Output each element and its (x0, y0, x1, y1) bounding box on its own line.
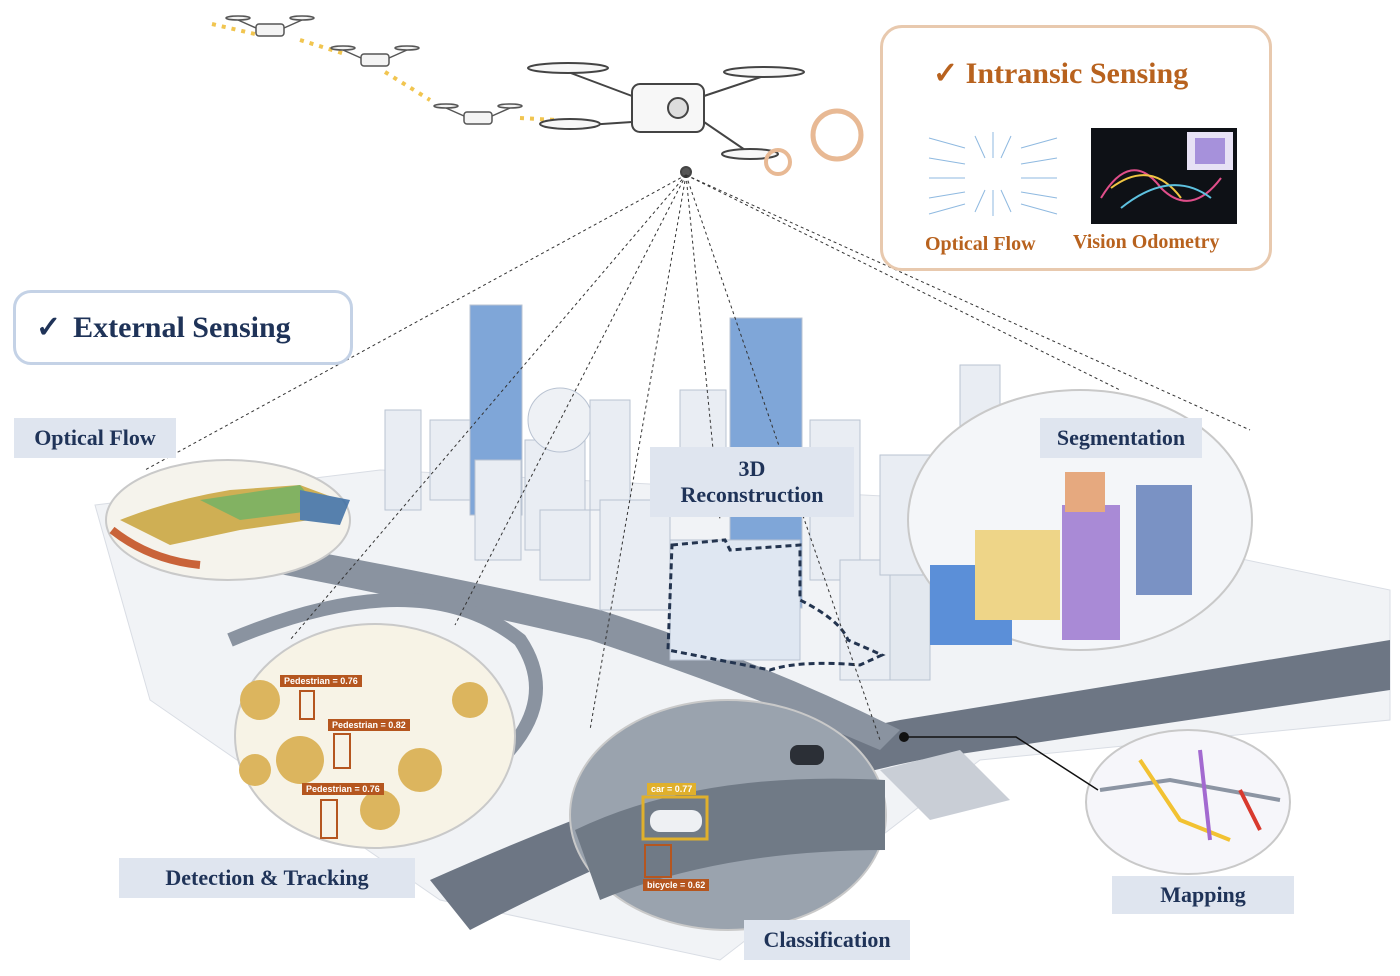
pedestrian-box-3 (320, 799, 338, 839)
main-drone (527, 62, 805, 178)
drone-small-3 (433, 103, 523, 125)
classified-car (650, 810, 702, 832)
optical-flow-points (109, 485, 350, 569)
intrinsic-sensing-panel: ✓ Intransic Sensing Optical Flow Vision … (880, 25, 1272, 271)
classified-car-dark (790, 745, 824, 765)
mapping-label: Mapping (1112, 876, 1294, 914)
optical-flow-label: Optical Flow (14, 418, 176, 458)
classification-label: Classification (744, 920, 910, 960)
buildings (384, 304, 1001, 681)
intrinsic-title-text: Intransic Sensing (965, 57, 1189, 90)
classification-road (575, 778, 885, 900)
check-icon: ✓ (36, 311, 62, 344)
mapping-pointer (904, 736, 1099, 791)
external-title-text: External Sensing (73, 310, 291, 344)
vision-odometry-thumbnail (1091, 128, 1237, 224)
mapping-pointer-dot (899, 732, 909, 742)
optical-flow-thumbnail (928, 132, 1058, 216)
external-sensing-panel: ✓ External Sensing (13, 290, 353, 365)
bicycle-box (644, 844, 672, 878)
pedestrian-score-3: Pedestrian = 0.76 (302, 783, 384, 795)
pedestrian-box-1 (299, 690, 315, 720)
intrinsic-sensing-title: ✓ Intransic Sensing (933, 56, 1188, 91)
crosswalk (880, 750, 1010, 820)
side-road (120, 520, 900, 750)
main-road (430, 640, 1390, 930)
thought-bubble-large (810, 108, 864, 162)
reconstruction-outline (666, 538, 886, 672)
car-score: car = 0.77 (647, 783, 697, 795)
thought-bubble-small (764, 148, 792, 176)
car-box (641, 795, 709, 841)
mapping-lines (1099, 749, 1281, 842)
segmentation-label: Segmentation (1040, 418, 1202, 458)
check-icon: ✓ (933, 57, 959, 90)
intrinsic-vision-odometry-label: Vision Odometry (1073, 231, 1220, 253)
mapping-lens (1085, 729, 1291, 875)
drone-trail (211, 22, 557, 122)
segmentation-blocks (930, 472, 1192, 645)
pedestrian-score-1: Pedestrian = 0.76 (280, 675, 362, 687)
detection-trees (239, 680, 488, 830)
pedestrian-box-2 (333, 733, 351, 769)
reconstruction-label: 3D Reconstruction (650, 447, 854, 517)
drone-small-2 (330, 45, 420, 67)
detection-tracking-label: Detection & Tracking (119, 858, 415, 898)
intrinsic-optical-flow-label: Optical Flow (925, 233, 1036, 255)
drone-small-1 (225, 15, 315, 37)
pedestrian-score-2: Pedestrian = 0.82 (328, 719, 410, 731)
curved-road (227, 593, 543, 765)
bicycle-score: bicycle = 0.62 (643, 879, 710, 891)
